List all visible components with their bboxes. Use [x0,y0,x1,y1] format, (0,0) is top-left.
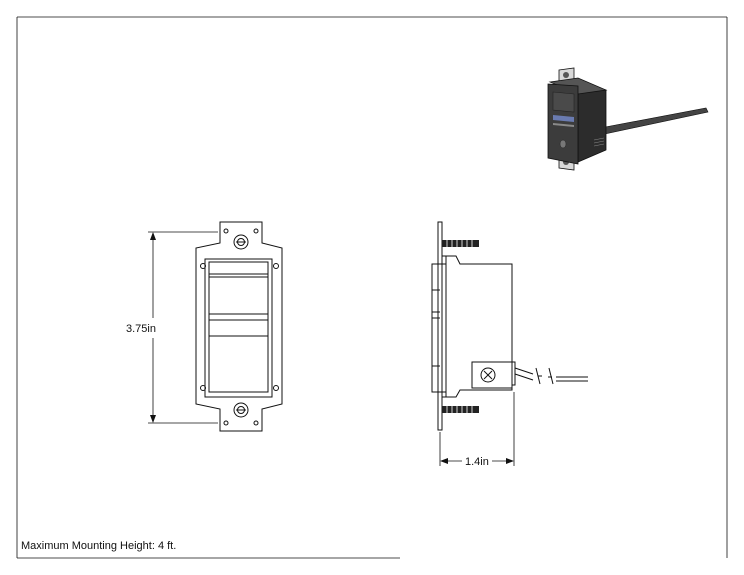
mounting-strap [195,221,283,432]
sheet-border [16,16,728,559]
probe-rod [599,107,709,136]
height-dimension-label: 3.75in [126,323,156,335]
mounting-height-note: Maximum Mounting Height: 4 ft. [21,540,177,552]
top-screw-icon [223,228,259,250]
depth-dimension [439,392,515,466]
side-view [431,221,588,431]
sensor-face [208,261,269,393]
iso-indicator-band [553,115,574,122]
top-side-screw-icon [442,240,479,247]
bottom-side-screw-icon [442,406,479,413]
side-housing [446,255,516,398]
device-face-frame [204,258,273,398]
side-screws [442,240,479,413]
bottom-screw-icon [223,402,259,426]
height-dimension [148,231,218,424]
side-strap [437,221,443,431]
front-view [195,221,283,432]
isometric-view [547,67,709,171]
iso-button-icon [559,139,567,149]
depth-dimension-label: 1.4in [465,456,489,468]
